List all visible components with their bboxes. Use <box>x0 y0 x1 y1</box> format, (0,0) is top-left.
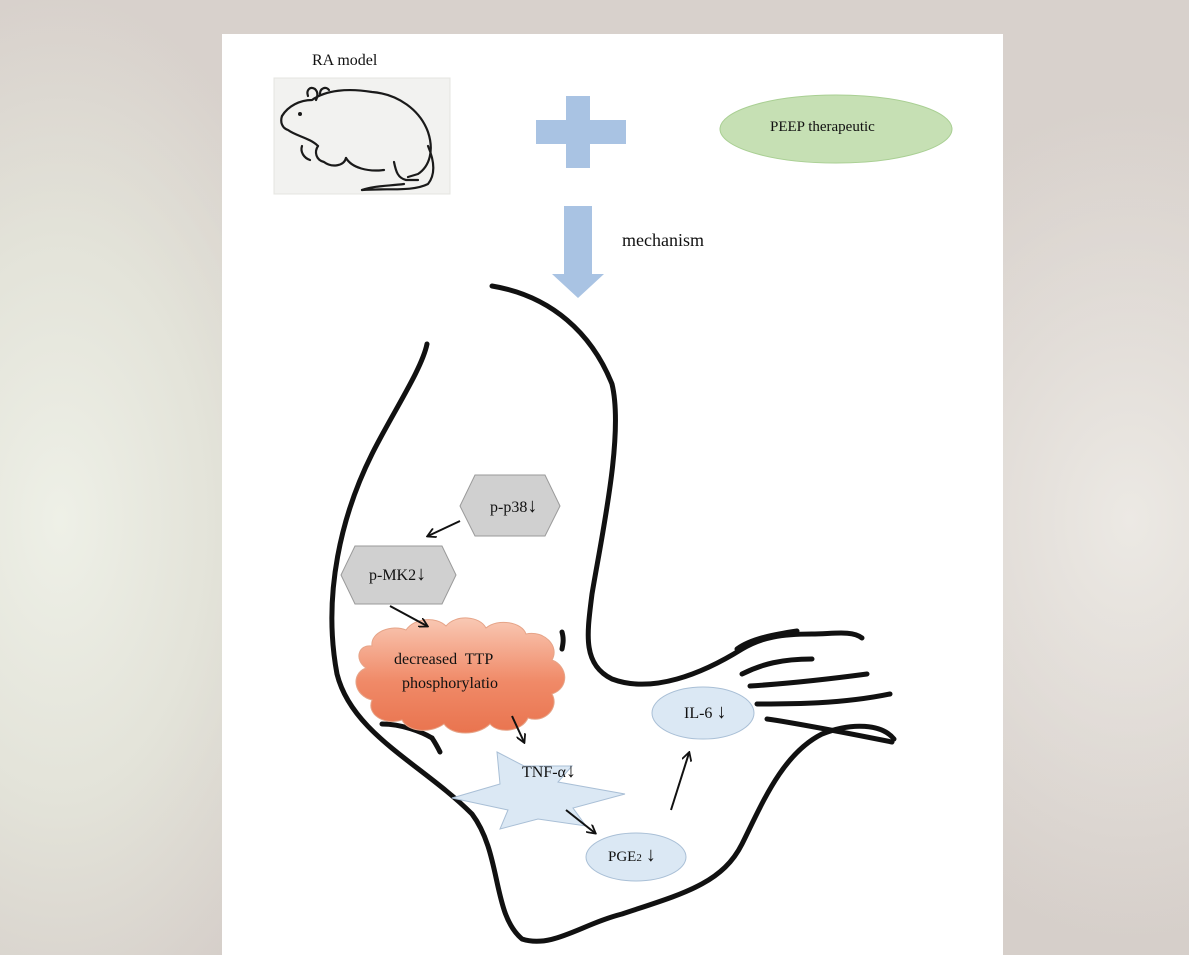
tnf-text: TNF-α <box>522 764 566 781</box>
il6-label: IL-6↓ <box>684 701 726 724</box>
mechanism-arrow <box>552 206 604 298</box>
ttp-line-1: decreased TTP <box>394 651 493 669</box>
pge2-subscript: 2 <box>636 852 642 864</box>
rat-illustration <box>274 78 450 194</box>
figure-panel: RA model PEEP therapeutic mechanism p-p3… <box>222 34 1003 955</box>
pge2-text: PGE <box>608 849 636 865</box>
p38-label: p-p38↓ <box>490 495 537 518</box>
arrow-mk2-to-cloud <box>390 606 427 626</box>
plus-icon <box>536 96 626 168</box>
mk2-label: p-MK2↓ <box>369 563 426 586</box>
down-arrow-icon: ↓ <box>716 701 726 723</box>
down-arrow-icon: ↓ <box>566 760 576 782</box>
down-arrow-icon: ↓ <box>646 844 656 866</box>
il6-text: IL-6 <box>684 705 712 722</box>
arrow-pge2-to-il6 <box>671 753 689 810</box>
rat-model-label: RA model <box>312 52 377 70</box>
down-arrow-icon: ↓ <box>416 563 426 585</box>
tnf-label: TNF-α↓ <box>522 760 576 783</box>
arrow-p38-to-mk2 <box>428 521 460 536</box>
diagram-canvas <box>222 34 1003 955</box>
pge2-label: PGE2 ↓ <box>608 844 656 867</box>
mechanism-label: mechanism <box>622 230 704 251</box>
mk2-text: p-MK2 <box>369 567 416 584</box>
treatment-label: PEEP therapeutic <box>770 119 875 136</box>
down-arrow-icon: ↓ <box>527 495 537 517</box>
ttp-line-2: phosphorylatio <box>402 675 498 693</box>
p38-text: p-p38 <box>490 499 527 516</box>
